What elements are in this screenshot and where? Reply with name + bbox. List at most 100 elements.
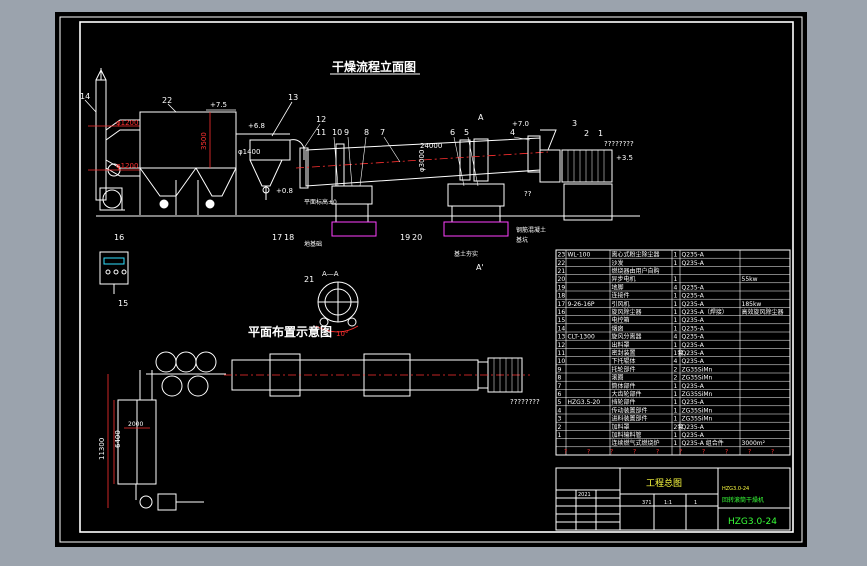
- svg-text:5: 5: [464, 128, 469, 137]
- level-5: +0.8: [276, 187, 293, 195]
- bom-cell-no: 8: [558, 375, 562, 382]
- bom-cell-mat: Q235-A: [682, 301, 705, 308]
- bom-cell-mat: Q235-A: [682, 342, 705, 349]
- bom-cell-no: 19: [558, 284, 566, 291]
- bom-cell-name: 下托辊体: [612, 357, 636, 365]
- bom-cell-qty: 1: [674, 432, 678, 439]
- bom-cell-name: 挡轮部件: [612, 398, 636, 406]
- drum-centerline: [295, 151, 549, 169]
- bom-question-mark: ?: [610, 448, 613, 455]
- bom-question-mark: ?: [564, 448, 567, 455]
- bom-cell-qty: 2: [674, 375, 678, 382]
- bom-cell-qty: 1: [674, 317, 678, 324]
- svg-text:19: 19: [400, 233, 410, 242]
- bom-cell-extra: 3000m²: [742, 440, 766, 447]
- svg-text:地基础: 地基础: [304, 240, 322, 248]
- bom-cell-extra: 55kw: [742, 276, 758, 283]
- bom-cell-mat: Q235-A: [682, 350, 705, 357]
- mark-2: ??: [524, 190, 532, 198]
- title-block-rev-b: 371: [642, 500, 652, 506]
- bom-cell-qty: 1: [674, 416, 678, 423]
- bom-cell-name: 旋风除尘器: [612, 308, 642, 316]
- bom-cell-name: 连续燃气式燃烧炉: [612, 439, 660, 447]
- bom-cell-qty: 2套: [674, 423, 684, 431]
- angle-label: 10°: [336, 330, 348, 338]
- lower-callouts: 17 18 19 20 16: [114, 233, 422, 242]
- bom-cell-no: 16: [558, 309, 566, 316]
- section-view: [317, 281, 359, 327]
- duct-chimney: [105, 119, 140, 177]
- bom-cell-name: 引风机: [612, 300, 630, 308]
- bom-cell-mat: Q235-A: [682, 260, 705, 267]
- bom-cell-code: HZG3.5-20: [568, 399, 601, 406]
- mark-1: ????????: [604, 140, 634, 148]
- bom-cell-qty: 1: [674, 260, 678, 267]
- bom-question-mark: ?: [748, 448, 751, 455]
- bom-cell-qty: 4: [674, 358, 678, 365]
- bom-cell-name: 连接件: [612, 292, 630, 300]
- bom-cell-mat: Q235-A: [682, 432, 705, 439]
- bom-cell-qty: 1: [674, 309, 678, 316]
- bom-cell-qty: 1: [674, 252, 678, 259]
- bom-cell-no: 23: [558, 252, 566, 259]
- bom-cell-mat: Q235-A: [682, 383, 705, 390]
- level-2: +6.8: [248, 122, 265, 130]
- bom-cell-mat: Q235-A: [682, 284, 705, 291]
- bom-cell-no: 2: [558, 424, 562, 431]
- svg-text:6: 6: [450, 128, 455, 137]
- section-a: A: [478, 113, 484, 122]
- bom-cell-qty: 1套: [674, 349, 684, 357]
- bom-cell-code: CLT-1300: [568, 334, 595, 341]
- dim-pipe-3: φ1400: [238, 148, 260, 156]
- bom-cell-extra: 高效旋风除尘器: [742, 308, 784, 316]
- svg-text:钢筋混凝土: 钢筋混凝土: [516, 226, 546, 234]
- bom-cell-no: 13: [558, 334, 566, 341]
- bom-cell-qty: 1: [674, 276, 678, 283]
- callout-13: 13: [288, 93, 298, 102]
- bom-cell-no: 17: [558, 301, 566, 308]
- bom-cell-no: 18: [558, 293, 566, 300]
- bom-cell-name: 筒体部件: [612, 382, 636, 390]
- bom-cell-no: 3: [558, 416, 562, 423]
- bom-cell-name: 加料输料管: [612, 431, 642, 439]
- bom-question-mark: ?: [587, 448, 590, 455]
- bom-question-mark: ?: [771, 448, 774, 455]
- bom-cell-no: 6: [558, 391, 562, 398]
- title-block-scale: 1:1: [664, 500, 672, 506]
- bom-cell-mat: Q235-A: [682, 317, 705, 324]
- bom-cell-mat: Q235-A: [682, 424, 705, 431]
- bom-cell-mat: ZG35SiMn: [682, 416, 713, 423]
- plan-title: 平面布置示意图: [248, 324, 332, 339]
- bom-cell-no: 4: [558, 407, 562, 414]
- bom-cell-name: 出料罩: [612, 341, 630, 349]
- bag-filter: [139, 111, 237, 215]
- bom-cell-mat: Q235-A（焊接）: [682, 308, 728, 316]
- title-block-drawing-no: HZG3.0-24: [728, 517, 777, 527]
- title-block-rev-a: 2021: [578, 492, 591, 498]
- bom-question-mark: ?: [633, 448, 636, 455]
- bom-cell-no: 5: [558, 399, 562, 406]
- bom-cell-name: 进料装置部件: [612, 415, 648, 423]
- bom-cell-qty: 1: [674, 342, 678, 349]
- ground-labels: 平面标高±0 地基础 钢筋混凝土 基坑 基土夯实: [304, 198, 546, 258]
- bom-cell-extra: 185kw: [742, 301, 762, 308]
- bom-cell-mat: ZG35SiMn: [682, 391, 713, 398]
- bom-cell-name: 滚圈: [612, 374, 624, 382]
- bom-cell-mat: ZG35SiMn: [682, 375, 713, 382]
- furnace-fins: [567, 150, 605, 182]
- bom-cell-name: 密封装置: [612, 349, 636, 357]
- bom-question-mark: ?: [679, 448, 682, 455]
- svg-text:11: 11: [316, 128, 326, 137]
- bom-cell-name: 燃烧器由用户自购: [612, 267, 660, 275]
- bom-cell-name: 离心式粉尘除尘器: [612, 251, 660, 259]
- callout-21: 21: [304, 275, 314, 284]
- foundation-left: [331, 221, 377, 237]
- bom-cell-mat: ZG35SiMn: [682, 366, 713, 373]
- bom-cell-qty: 1: [674, 391, 678, 398]
- bom-cell-mat: Q235-A: [682, 358, 705, 365]
- svg-text:3: 3: [572, 119, 577, 128]
- plan-column: [117, 370, 204, 511]
- bom-question-mark: ?: [725, 448, 728, 455]
- section-a2: A': [476, 263, 484, 272]
- svg-text:基土夯实: 基土夯实: [454, 250, 478, 258]
